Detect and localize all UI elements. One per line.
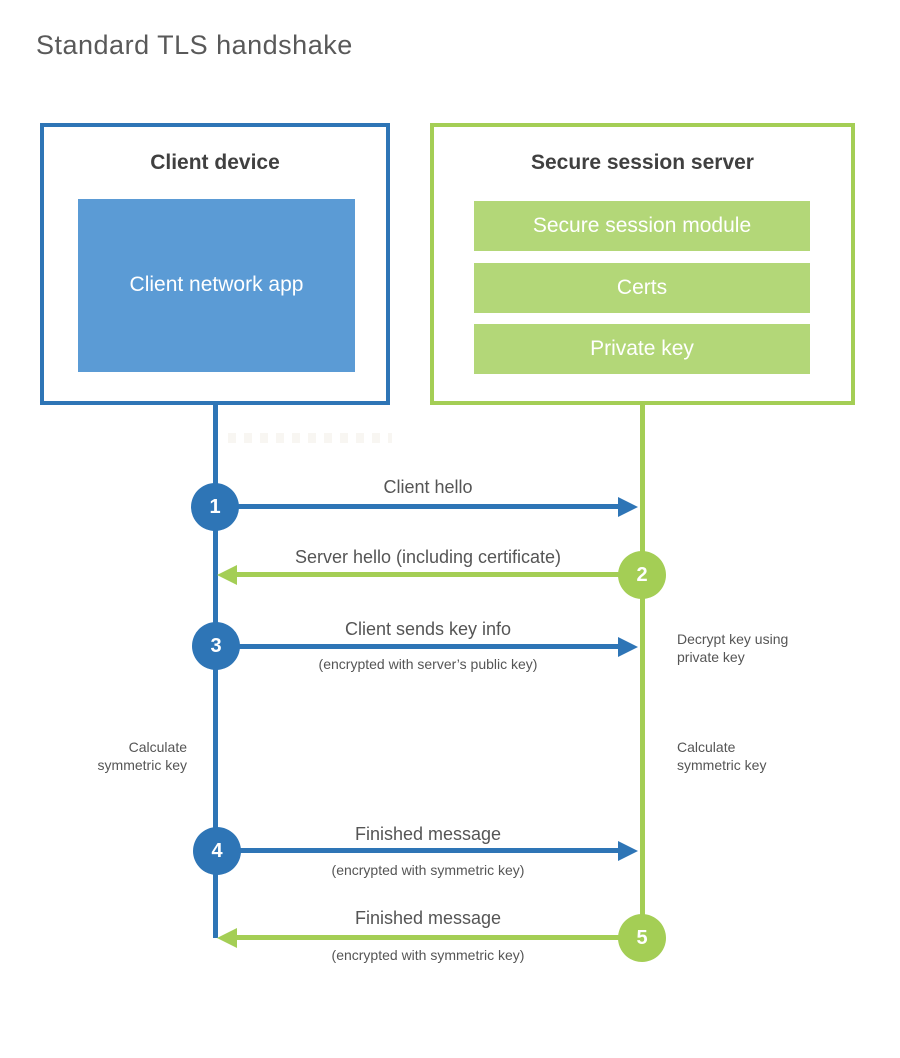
page-title: Standard TLS handshake [36, 30, 353, 60]
server-certs-bar: Certs [474, 263, 810, 313]
message-label: Client sends key info [344, 619, 512, 639]
secure-session-server-box: Secure session server Secure session mod… [430, 123, 855, 405]
note-calc-symmetric-key-client: Calculate symmetric key [97, 739, 187, 773]
message-sublabel: (encrypted with symmetric key) [331, 947, 525, 963]
arrowhead-left-icon [217, 928, 237, 948]
server-module-bar: Secure session module [474, 201, 810, 251]
arrowhead-right-icon [618, 497, 638, 517]
message-label: Client hello [383, 477, 473, 497]
message-sublabel: (encrypted with server’s public key) [318, 656, 538, 672]
message-label: Server hello (including certificate) [294, 547, 562, 567]
arrow-finished-client [215, 848, 618, 853]
step-circle-1: 1 [191, 483, 239, 531]
arrowhead-left-icon [217, 565, 237, 585]
client-network-app-label: Client network app [129, 273, 304, 297]
client-network-app-box: Client network app [78, 199, 355, 372]
arrowhead-right-icon [618, 637, 638, 657]
step-circle-4: 4 [193, 827, 241, 875]
note-calc-symmetric-key-server: Calculate symmetric key [677, 739, 767, 773]
arrow-finished-server [237, 935, 642, 940]
step-circle-5: 5 [618, 914, 666, 962]
arrowhead-right-icon [618, 841, 638, 861]
step-circle-2: 2 [618, 551, 666, 599]
client-device-box: Client device Client network app [40, 123, 390, 405]
server-lifeline [640, 405, 645, 938]
arrow-client-hello [215, 504, 618, 509]
server-private-key-bar: Private key [474, 324, 810, 374]
arrow-client-key-info [215, 644, 618, 649]
arrow-server-hello [237, 572, 642, 577]
message-sublabel: (encrypted with symmetric key) [331, 862, 525, 878]
client-lifeline [213, 405, 218, 938]
message-label: Finished message [354, 824, 502, 844]
faint-dashes-artifact [228, 433, 392, 443]
client-device-title: Client device [150, 151, 280, 174]
secure-session-server-title: Secure session server [531, 151, 754, 174]
step-circle-3: 3 [192, 622, 240, 670]
note-decrypt-key: Decrypt key using private key [677, 631, 789, 665]
message-label: Finished message [354, 908, 502, 928]
